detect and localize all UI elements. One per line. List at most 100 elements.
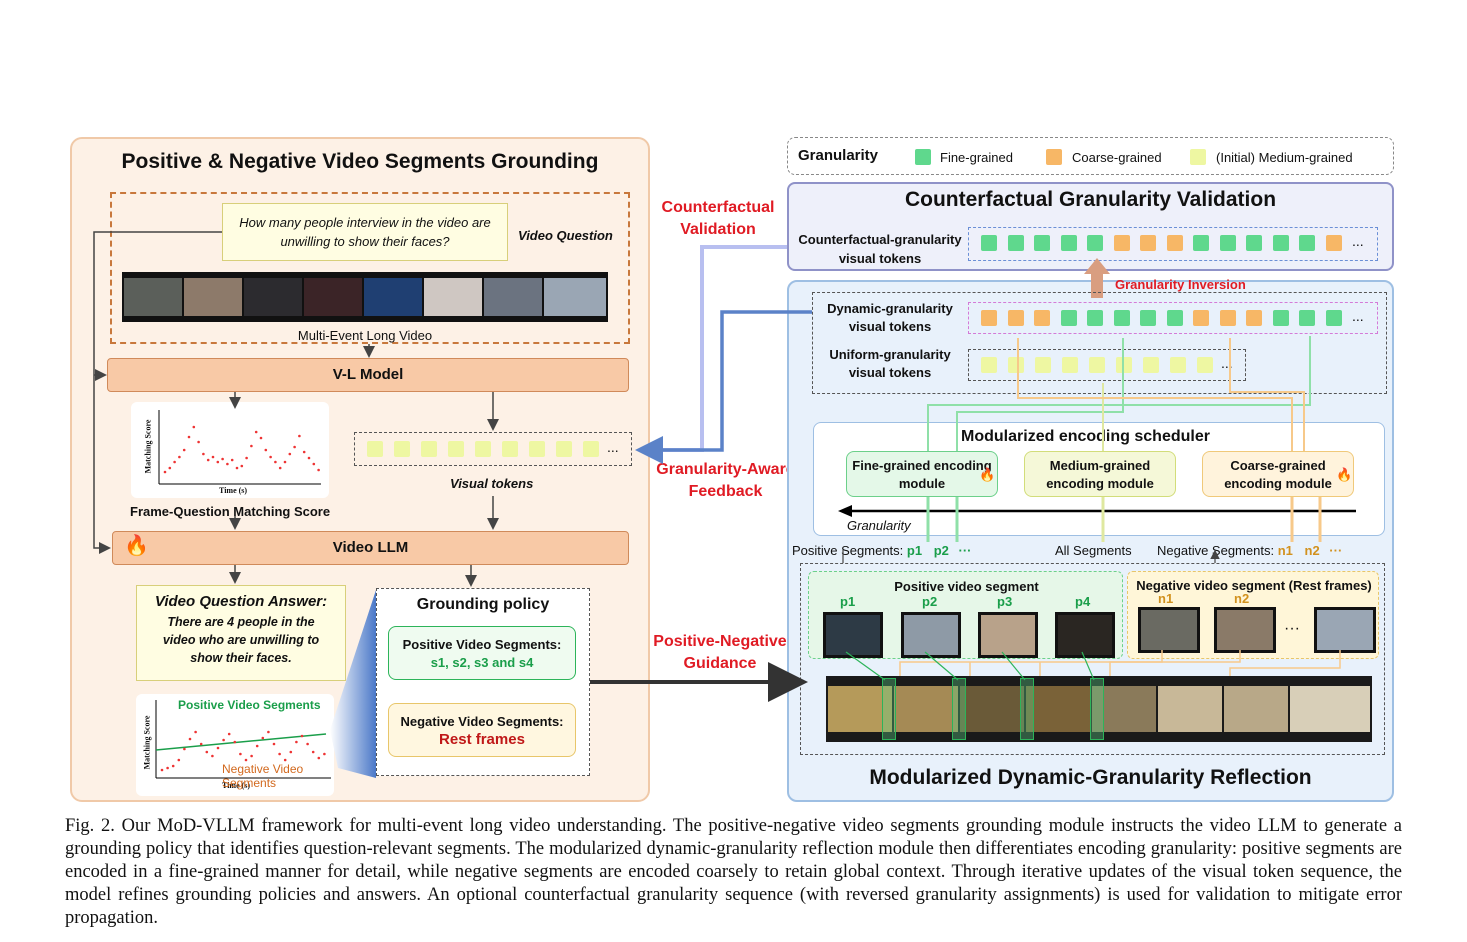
tokens-ellipsis: ... — [607, 439, 619, 455]
plot-dot — [250, 444, 253, 448]
matching-ylabel: Matching Score — [143, 419, 153, 474]
plot-dot — [166, 766, 169, 770]
figure-caption: Fig. 2. Our MoD-VLLM framework for multi… — [65, 816, 1402, 928]
plot-dot — [233, 740, 237, 744]
plot-dot — [283, 758, 287, 762]
counterfactual-token-row: ... — [968, 227, 1378, 261]
video-filmstrip — [122, 272, 608, 322]
negative-policy-title: Negative Video Segments: — [400, 714, 564, 729]
token — [1140, 310, 1156, 326]
token — [1246, 235, 1262, 251]
plot-dot — [183, 747, 186, 751]
token — [1166, 310, 1183, 326]
matching-score-plot: Matching Score Time (s) — [131, 402, 329, 498]
plot-dot — [298, 434, 301, 438]
pos-label-1: p1 — [840, 594, 856, 609]
token — [1325, 310, 1342, 326]
plot-dot — [178, 455, 181, 459]
plot-dot — [295, 740, 298, 744]
segment-area — [800, 563, 1385, 755]
legend-fine: Fine-grained — [940, 150, 1013, 165]
plot-dot — [261, 736, 265, 740]
answer-title: Video Question Answer: — [154, 593, 328, 610]
plot-dot — [244, 758, 248, 762]
uniform-tokens-label: Uniform-granularity visual tokens — [829, 347, 951, 380]
plot-dot — [199, 742, 203, 746]
grounding-title: Positive & Negative Video Segments Groun… — [121, 150, 599, 173]
plot-dot — [227, 732, 231, 736]
token-ellipsis: ... — [1352, 308, 1364, 324]
video-question-bubble: How many people interview in the video a… — [222, 203, 508, 261]
token — [981, 310, 997, 326]
negative-segments-label: Negative Video Segments — [222, 762, 304, 790]
plot-dot — [235, 466, 239, 470]
plot-dot — [317, 756, 321, 760]
reflection-title: Modularized Dynamic-Granularity Reflecti… — [869, 766, 1312, 789]
token — [1193, 310, 1209, 326]
neg-frame-3 — [1314, 607, 1376, 653]
plot-dot — [187, 435, 191, 439]
plot-dot — [300, 734, 304, 738]
positive-policy-box: Positive Video Segments: s1, s2, s3 and … — [388, 626, 576, 680]
plot-dot — [177, 758, 181, 762]
counterfactual-validation-label: Counterfactual Validation — [661, 199, 775, 238]
plot-dot — [255, 744, 259, 748]
positive-policy-value: s1, s2, s3 and s4 — [430, 655, 534, 670]
token — [1166, 235, 1183, 251]
token — [1087, 235, 1103, 251]
visual-tokens-label: Visual tokens — [450, 476, 534, 491]
plot-dot — [206, 458, 210, 462]
plot-dot — [240, 464, 244, 468]
matching-score-svg — [158, 410, 321, 485]
token — [1272, 310, 1289, 326]
plot-dot — [216, 746, 220, 750]
negative-segments-caption: Negative Segments: — [1157, 543, 1275, 558]
segment-ylabel: Matching Score — [142, 715, 152, 770]
token — [1246, 310, 1262, 326]
p2-label: p2 — [933, 543, 949, 558]
plot-dot — [205, 750, 209, 754]
neg-label-1: n1 — [1158, 591, 1174, 606]
token — [1140, 235, 1156, 251]
granularity-inversion-label: Granularity Inversion — [1115, 277, 1246, 292]
token — [1087, 310, 1103, 326]
matching-caption: Frame-Question Matching Score — [130, 504, 331, 519]
token — [1219, 235, 1236, 251]
plot-dot — [194, 730, 197, 734]
plot-dot — [267, 730, 270, 734]
neg-frame-1 — [1138, 607, 1200, 653]
granularity-axis-label: Granularity — [847, 518, 911, 533]
dynamic-tokens-label: Dynamic-granularity visual tokens — [827, 301, 953, 334]
answer-bubble: Video Question Answer: There are 4 peopl… — [136, 585, 346, 681]
neg-dots: ··· — [1284, 620, 1300, 637]
plot-dot — [173, 460, 176, 464]
plot-dot — [245, 456, 248, 460]
video-label: Multi-Event Long Video — [297, 328, 433, 343]
negative-segment-box: Negative video segment (Rest frames) n1 … — [1127, 571, 1379, 659]
plot-dot — [306, 742, 309, 746]
plot-dot — [288, 452, 292, 456]
pos-label-2: p2 — [922, 594, 938, 609]
plot-dot — [211, 455, 215, 459]
fire-icon: 🔥 — [124, 535, 149, 557]
fire-icon: 🔥 — [1336, 467, 1353, 482]
medium-swatch — [1190, 149, 1206, 165]
zoom-wedge — [330, 590, 376, 778]
plot-dot — [264, 448, 268, 452]
fine-swatch — [915, 149, 931, 165]
visual-tokens-box: ... — [354, 432, 632, 466]
grounding-policy-title: Grounding policy — [416, 596, 550, 613]
plot-dot — [323, 752, 326, 756]
video-llm-bar: Video LLM — [112, 531, 629, 565]
dynamic-token-row: ... — [968, 302, 1378, 334]
n-dots: ··· — [1329, 543, 1343, 558]
negative-policy-value: Rest frames — [439, 731, 525, 748]
negative-segments-text: Negative Segments: n1 n2 ··· — [1157, 543, 1342, 558]
positive-negative-guidance-label: Positive-Negative Guidance — [653, 633, 787, 672]
plot-dot — [202, 452, 205, 456]
plot-dot — [278, 466, 282, 470]
p1-label: p1 — [906, 543, 923, 558]
positive-segment-title: Positive video segment — [894, 579, 1039, 594]
segment-svg — [155, 700, 331, 779]
token — [1113, 235, 1130, 251]
